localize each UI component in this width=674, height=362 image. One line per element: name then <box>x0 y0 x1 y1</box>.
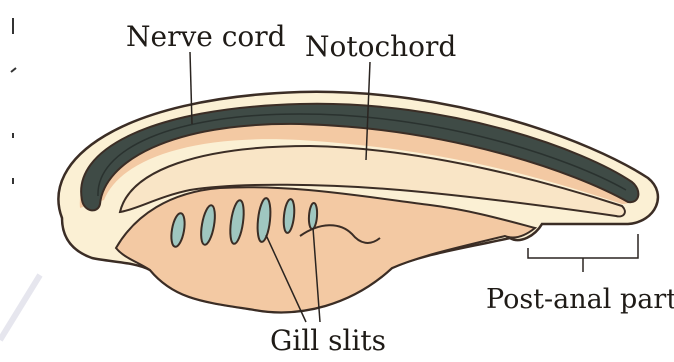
label-gill-slits: Gill slits <box>270 324 386 357</box>
watermark-stroke <box>0 275 40 340</box>
post-anal-bracket <box>528 234 638 272</box>
label-notochord: Notochord <box>305 30 456 63</box>
label-post-anal: Post-anal part <box>486 284 674 315</box>
label-nerve-cord: Nerve cord <box>126 20 286 53</box>
page-edge-marks <box>11 18 16 184</box>
